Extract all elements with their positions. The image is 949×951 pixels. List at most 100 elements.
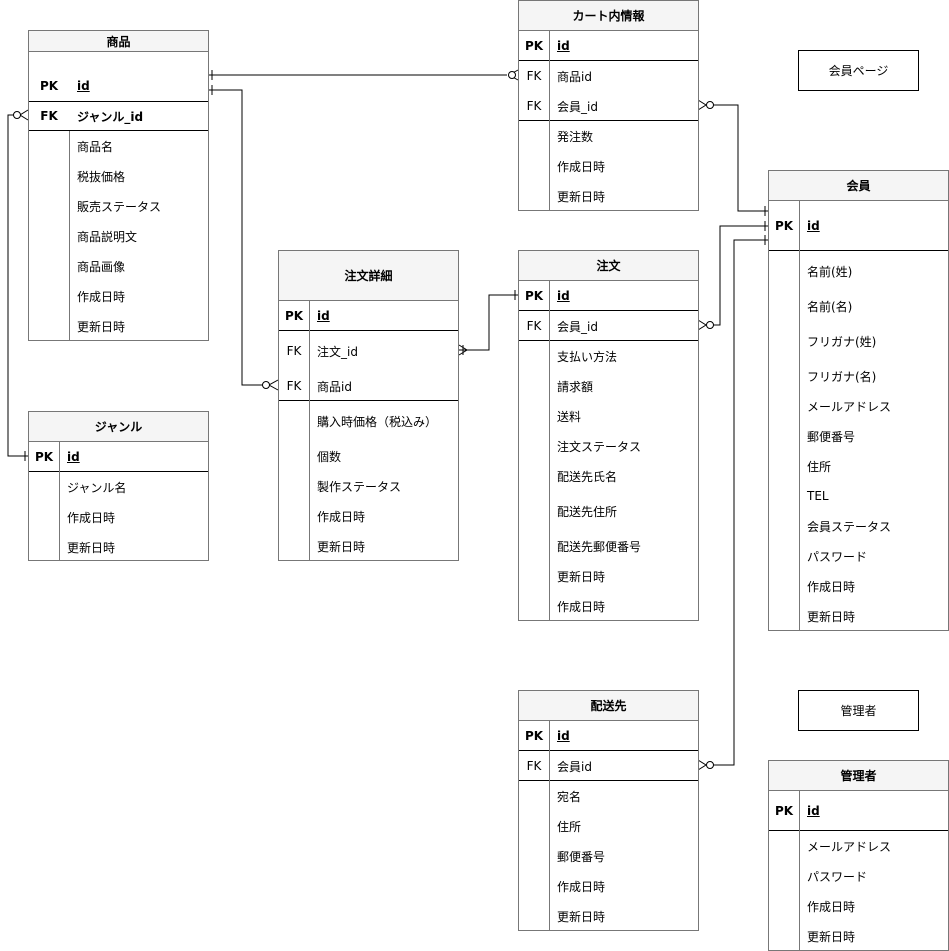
entity-order[interactable]: 注文 PK id FK 会員_id 支払い方法 請求額 送料 注文ステータス 配… (518, 250, 699, 621)
field: 作成日時 (67, 510, 116, 525)
field: TEL (807, 489, 829, 503)
field: フリガナ(名) (807, 369, 877, 384)
field: 製作ステータス (317, 479, 402, 494)
field: 個数 (317, 449, 342, 464)
fk-label: FK (526, 69, 542, 83)
pk-label: PK (524, 289, 544, 303)
rel-member-cart (710, 104, 768, 212)
entity-title: 配送先 (519, 691, 698, 721)
field: パスワード (807, 869, 868, 884)
entity-title: 注文 (519, 251, 698, 281)
field: 商品画像 (77, 259, 126, 274)
pk-label: PK (524, 729, 544, 743)
field: 送料 (557, 409, 582, 424)
field: 作成日時 (807, 899, 856, 914)
pk-label: PK (39, 79, 59, 93)
field: フリガナ(姓) (807, 334, 877, 349)
field: 名前(名) (807, 299, 853, 314)
entity-genre[interactable]: ジャンル PK id ジャンル名 作成日時 更新日時 (28, 411, 209, 561)
pk-field: id (807, 219, 820, 233)
entity-title: 商品 (29, 31, 208, 52)
fk-field: 注文_id (317, 344, 358, 359)
field: 購入時価格（税込み） (317, 414, 438, 429)
fk-field: 商品id (317, 379, 352, 394)
field: 発注数 (557, 129, 594, 144)
entity-title: 会員 (769, 171, 948, 201)
field: 配送先住所 (557, 504, 618, 519)
entity-title: ジャンル (29, 412, 208, 442)
field: メールアドレス (807, 839, 892, 854)
fk-row: FK 会員_id (519, 91, 698, 121)
fk-row: FK ジャンル_id (29, 101, 208, 131)
field: 作成日時 (77, 289, 126, 304)
field: 支払い方法 (557, 349, 618, 364)
field: 配送先郵便番号 (557, 539, 642, 554)
rel-member-shipping (710, 239, 768, 766)
pk-row: PK id (29, 442, 208, 472)
fk-field: 商品id (557, 69, 592, 84)
field: 作成日時 (557, 879, 606, 894)
field: 請求額 (557, 379, 594, 394)
field: 更新日時 (807, 609, 856, 624)
field: 住所 (807, 459, 832, 474)
field: 商品説明文 (77, 229, 138, 244)
field: 会員ステータス (807, 519, 892, 534)
field: 名前(姓) (807, 264, 853, 279)
field: パスワード (807, 549, 868, 564)
field: 商品名 (77, 139, 114, 154)
field: 郵便番号 (807, 429, 856, 444)
field: 更新日時 (317, 539, 366, 554)
field: 更新日時 (807, 929, 856, 944)
field: 更新日時 (557, 909, 606, 924)
field: ジャンル名 (67, 480, 127, 495)
pk-label: PK (774, 219, 794, 233)
pk-label: PK (524, 39, 544, 53)
rel-product-orderdetail (209, 89, 267, 386)
rel-order-orderdetail (459, 294, 518, 351)
fk-label: FK (526, 99, 542, 113)
pk-field: id (317, 309, 330, 323)
pk-label: PK (284, 309, 304, 323)
field: 販売ステータス (77, 199, 162, 214)
entity-title: 注文詳細 (279, 251, 458, 301)
entity-title: カート内情報 (519, 1, 698, 31)
field: 注文ステータス (557, 439, 642, 454)
pk-row: PK id (519, 281, 698, 311)
admin-label: 管理者 (798, 690, 919, 731)
pk-row: PK id (29, 51, 208, 121)
field: 住所 (557, 819, 582, 834)
fk-row: FK 商品id (519, 61, 698, 91)
fk-field: 会員_id (557, 319, 598, 334)
entity-cart[interactable]: カート内情報 PK id FK 商品id FK 会員_id 発注数 作成日時 更… (518, 0, 699, 211)
fk-label: FK (526, 319, 542, 333)
fk-row: FK 会員id (519, 751, 698, 781)
pk-row: PK id (519, 31, 698, 61)
entity-member[interactable]: 会員 PK id 名前(姓) 名前(名) フリガナ(姓) フリガナ(名) メール… (768, 170, 949, 631)
field: 郵便番号 (557, 849, 606, 864)
field: 更新日時 (67, 540, 116, 555)
entity-admin[interactable]: 管理者 PK id メールアドレス パスワード 作成日時 更新日時 (768, 760, 949, 951)
fk-field: 会員_id (557, 99, 598, 114)
field: 宛名 (557, 789, 582, 804)
pk-row: PK id (519, 721, 698, 751)
pk-field: id (557, 729, 570, 743)
pk-label: PK (34, 450, 54, 464)
fk-label: FK (286, 379, 302, 393)
pk-field: id (557, 289, 570, 303)
fk-field: ジャンル_id (77, 109, 144, 124)
field: 更新日時 (557, 189, 606, 204)
pk-field: id (77, 79, 90, 93)
fk-label: FK (286, 344, 302, 358)
fk-row: FK 会員_id (519, 311, 698, 341)
fk-label: FK (526, 759, 542, 773)
entity-order-detail[interactable]: 注文詳細 PK id FK 注文_id FK 商品id 購入時価格（税込み） 個… (278, 250, 459, 561)
field: 配送先氏名 (557, 469, 618, 484)
pk-label: PK (774, 804, 794, 818)
entity-shipping[interactable]: 配送先 PK id FK 会員id 宛名 住所 郵便番号 作成日時 更新日時 (518, 690, 699, 931)
field: 更新日時 (77, 319, 126, 334)
field: 作成日時 (557, 599, 606, 614)
field: 税抜価格 (77, 169, 126, 184)
pk-row: PK id (769, 791, 948, 831)
entity-product[interactable]: 商品 PK id FK ジャンル_id 商品名 税抜価格 販売ステータス 商品説… (28, 30, 209, 341)
